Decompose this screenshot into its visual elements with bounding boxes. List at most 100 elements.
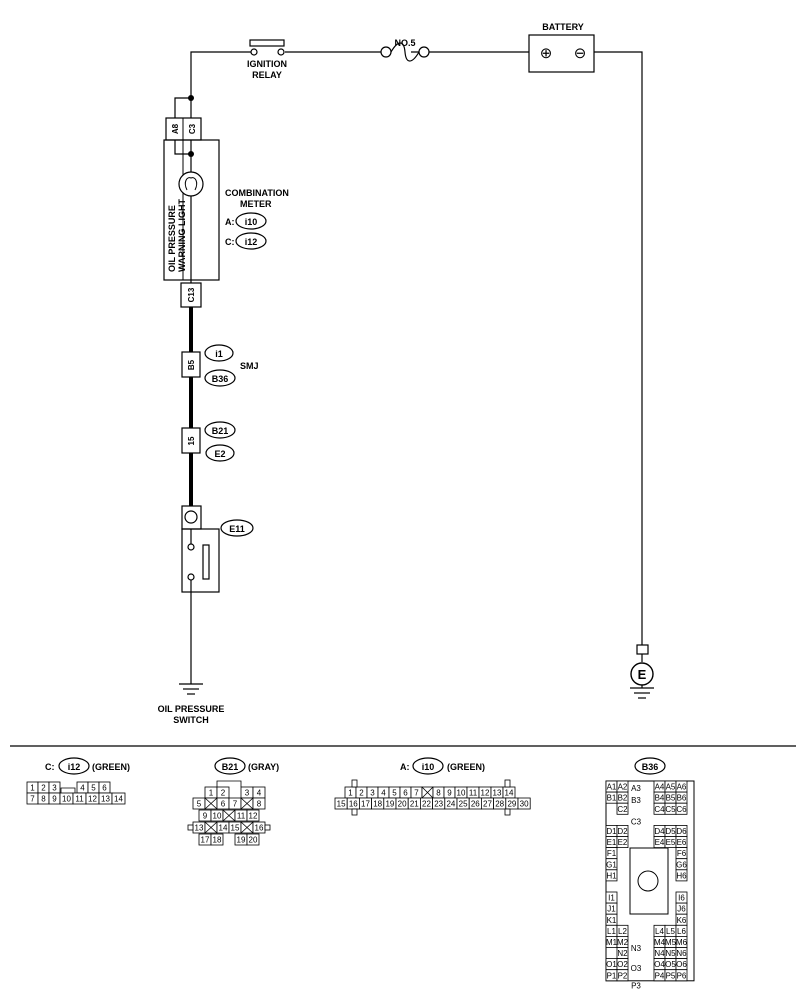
connector-pin: 7 xyxy=(228,797,242,810)
svg-text:C4: C4 xyxy=(654,805,665,814)
connector-pin: 3 xyxy=(366,786,379,799)
connector-pin: 1 xyxy=(344,786,357,799)
connector-pin: 7 xyxy=(410,786,423,799)
svg-text:7: 7 xyxy=(30,795,35,804)
connector-pin: 6 xyxy=(216,797,230,810)
connector-pin: 11 xyxy=(466,786,480,799)
svg-text:14: 14 xyxy=(114,795,123,804)
svg-text:8: 8 xyxy=(257,800,262,809)
connector-latch xyxy=(504,779,511,788)
connector-pin: 9 xyxy=(48,792,61,805)
connector-pin: 23 xyxy=(432,797,446,810)
connector-pin: D1 xyxy=(605,825,618,837)
connector-pin: K1 xyxy=(605,913,618,926)
connector-pin: 11 xyxy=(234,809,248,822)
svg-text:22: 22 xyxy=(422,800,431,809)
svg-text:11: 11 xyxy=(469,789,478,798)
connector-pin: 5 xyxy=(192,797,206,810)
svg-text:M6: M6 xyxy=(676,938,688,947)
svg-text:20: 20 xyxy=(398,800,407,809)
svg-text:12: 12 xyxy=(88,795,97,804)
connector-oval-i1 xyxy=(204,344,234,362)
connector-pin: M4 xyxy=(653,936,666,948)
svg-text:B5: B5 xyxy=(666,794,676,803)
pin-b5: B5 xyxy=(187,359,196,370)
svg-text:11: 11 xyxy=(75,795,84,804)
fuse-no5: NO.5 xyxy=(380,38,430,62)
connector-pin: P6 xyxy=(675,969,688,982)
switch-body xyxy=(181,528,220,593)
connector-color: (GREEN) xyxy=(447,762,485,772)
connector-pin: L4 xyxy=(653,924,666,937)
connector-pin: 5 xyxy=(388,786,401,799)
connector-pin: 15 xyxy=(228,821,242,834)
connector-pin: L1 xyxy=(605,924,618,937)
svg-text:28: 28 xyxy=(495,800,504,809)
svg-text:D1: D1 xyxy=(606,827,617,836)
connector-pin: D5 xyxy=(664,825,677,837)
connector-pin: 3 xyxy=(48,781,61,794)
svg-text:9: 9 xyxy=(203,812,208,821)
connector-pin: 4 xyxy=(252,786,266,799)
svg-text:D6: D6 xyxy=(676,827,687,836)
svg-text:2: 2 xyxy=(359,789,364,798)
svg-text:6: 6 xyxy=(403,789,408,798)
connector-pin: N4 xyxy=(653,947,666,960)
connector-i10-label: i10 xyxy=(245,217,258,227)
connector-latch xyxy=(264,824,271,831)
connector-pin: A2 xyxy=(616,780,629,793)
combination-meter: A8 C3 OIL PRESSURE WARNING LIGHT C13 COM… xyxy=(163,117,289,308)
connector-pin: 18 xyxy=(210,833,224,846)
svg-text:D5: D5 xyxy=(665,827,676,836)
svg-text:K1: K1 xyxy=(607,916,617,925)
svg-text:23: 23 xyxy=(434,800,443,809)
svg-text:M4: M4 xyxy=(654,938,666,947)
svg-text:17: 17 xyxy=(201,836,210,845)
connector-latch xyxy=(351,808,358,816)
connector-color: (GREEN) xyxy=(92,762,130,772)
svg-text:4: 4 xyxy=(257,789,262,798)
connector-pin: O1 xyxy=(605,958,618,971)
pin-a8: A8 xyxy=(171,123,180,134)
svg-text:27: 27 xyxy=(483,800,492,809)
svg-text:A1: A1 xyxy=(607,783,617,792)
connector-pin: 5 xyxy=(87,781,100,794)
svg-text:B2: B2 xyxy=(618,794,628,803)
svg-text:8: 8 xyxy=(436,789,441,798)
connector-pin: C5 xyxy=(664,802,677,815)
svg-text:4: 4 xyxy=(80,784,85,793)
ground-e-label: E xyxy=(638,667,647,682)
connector-pin: K6 xyxy=(675,913,688,926)
connector-pin: M6 xyxy=(675,936,688,948)
connector-pin: 4 xyxy=(76,781,89,794)
svg-text:D2: D2 xyxy=(617,827,628,836)
svg-text:12: 12 xyxy=(249,812,258,821)
svg-text:L5: L5 xyxy=(666,927,675,936)
connector-pin: 1 xyxy=(204,786,218,799)
connector-pin: F6 xyxy=(675,847,688,860)
connector-oval-b21 xyxy=(214,757,246,775)
meter-connector-bottom xyxy=(180,282,202,308)
svg-text:29: 29 xyxy=(507,800,516,809)
connector-pin: 2 xyxy=(355,786,368,799)
connector-key xyxy=(60,787,76,793)
battery-label: BATTERY xyxy=(542,22,584,32)
svg-text:P2: P2 xyxy=(618,971,628,980)
ground-icon xyxy=(179,683,203,695)
connector-pin: N3 xyxy=(631,944,642,953)
connector-pin xyxy=(240,797,254,810)
connector-prefix: C: xyxy=(225,237,235,247)
connector-pin: E6 xyxy=(675,836,688,849)
svg-text:14: 14 xyxy=(219,824,228,833)
svg-text:12: 12 xyxy=(481,789,490,798)
svg-text:A2: A2 xyxy=(618,783,628,792)
connector-name: B21 xyxy=(222,762,239,772)
connector-pin: 14 xyxy=(111,792,126,805)
connector-pin: 20 xyxy=(246,833,260,846)
meter-body xyxy=(163,139,220,281)
connector-pin: B1 xyxy=(605,791,618,804)
connector-pin: 26 xyxy=(468,797,482,810)
